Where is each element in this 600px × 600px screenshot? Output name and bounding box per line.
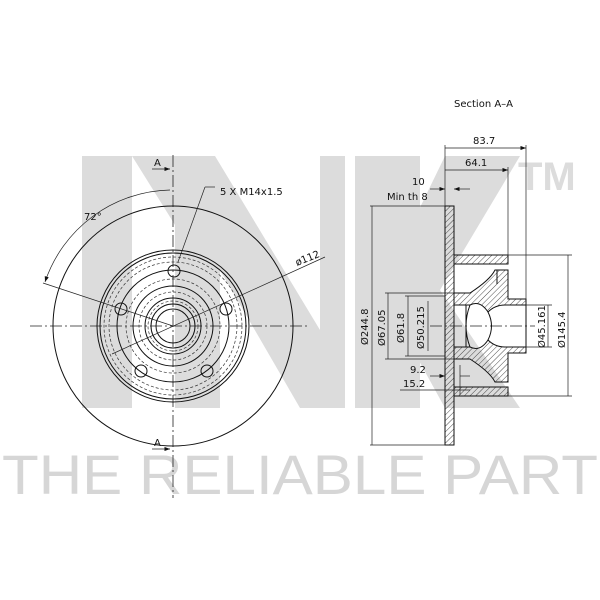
dim-d1: Ø67.05 (376, 310, 388, 347)
bolt-holes (114, 264, 233, 378)
dim-d5: Ø145.4 (556, 312, 568, 349)
angle-label: 72° (84, 212, 102, 223)
pcd-label: ø112 (294, 249, 322, 269)
dim-hub-height: 64.1 (465, 158, 487, 169)
bolt-label: 5 X M14x1.5 (220, 187, 283, 198)
slogan-watermark: THE RELIABLE PART (2, 443, 598, 506)
dim-offset2: 15.2 (403, 379, 425, 390)
section-title: Section A–A (454, 99, 513, 110)
dim-d2: Ø61.8 (395, 313, 407, 343)
section-view: Section A–A (359, 99, 572, 446)
dim-d3: Ø50.215 (415, 306, 427, 349)
section-marker-top: A (154, 158, 161, 169)
dim-offset1: 9.2 (410, 365, 426, 376)
dim-thickness: 10 (412, 177, 425, 188)
section-marker-bottom: A (154, 438, 161, 449)
dim-overall-height: 83.7 (473, 136, 495, 147)
nk-logo-watermark: TM (82, 155, 576, 408)
front-view: A A 72° 5 X M14x1.5 ø112 (30, 155, 326, 498)
dim-min-thickness: Min th 8 (387, 192, 428, 203)
disc-outer-circle (52, 205, 294, 447)
dim-d4: Ø45.161 (536, 305, 548, 348)
trademark-text: TM (518, 155, 576, 199)
dim-outer-diameter: Ø244.8 (359, 309, 371, 346)
